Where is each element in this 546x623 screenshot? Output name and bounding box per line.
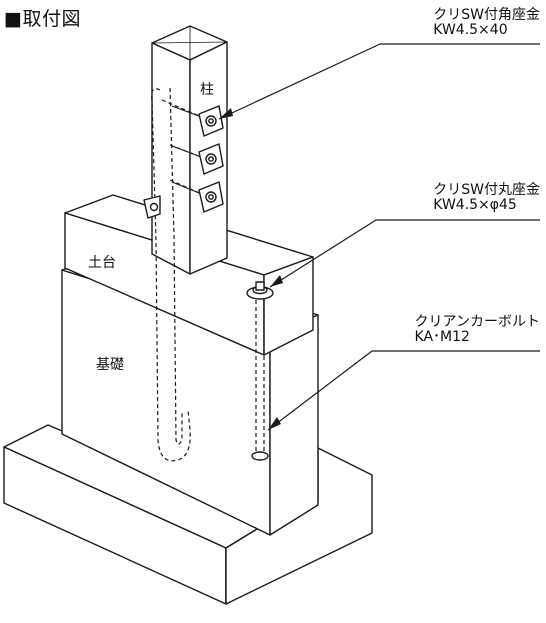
hook-nut — [143, 195, 161, 219]
leader-lines — [218, 43, 540, 431]
callout-round-washer: クリSW付丸座金 KW4.5×φ45 — [433, 183, 540, 213]
foundation-footing — [3, 424, 373, 605]
round-washer-model: KW4.5×φ45 — [433, 197, 517, 213]
label-column: 柱 — [200, 82, 214, 98]
label-foundation: 基礎 — [96, 357, 124, 373]
anchor-bolt-end — [251, 451, 269, 461]
lag-screws — [171, 105, 205, 196]
square-washer — [198, 181, 224, 213]
callout-square-washer: クリSW付角座金 KW4.5×40 — [433, 8, 540, 38]
diagram-title: ■取付図 — [4, 8, 81, 30]
round-washer-name: クリSW付丸座金 — [433, 182, 540, 198]
label-sill: 土台 — [88, 255, 116, 271]
square-washer-model: KW4.5×40 — [433, 22, 508, 38]
square-washer — [198, 105, 224, 137]
callout-anchor-bolt: クリアンカーボルト KA･M12 — [415, 315, 540, 345]
anchor-bolt-name: クリアンカーボルト — [414, 314, 540, 330]
square-washer-name: クリSW付角座金 — [433, 7, 540, 23]
leader-arrowheads — [219, 108, 283, 430]
anchor-bolt-shaft — [255, 300, 265, 452]
round-washer — [246, 281, 274, 300]
square-washer — [198, 143, 224, 175]
anchor-bolt-model: KA･M12 — [414, 329, 470, 345]
